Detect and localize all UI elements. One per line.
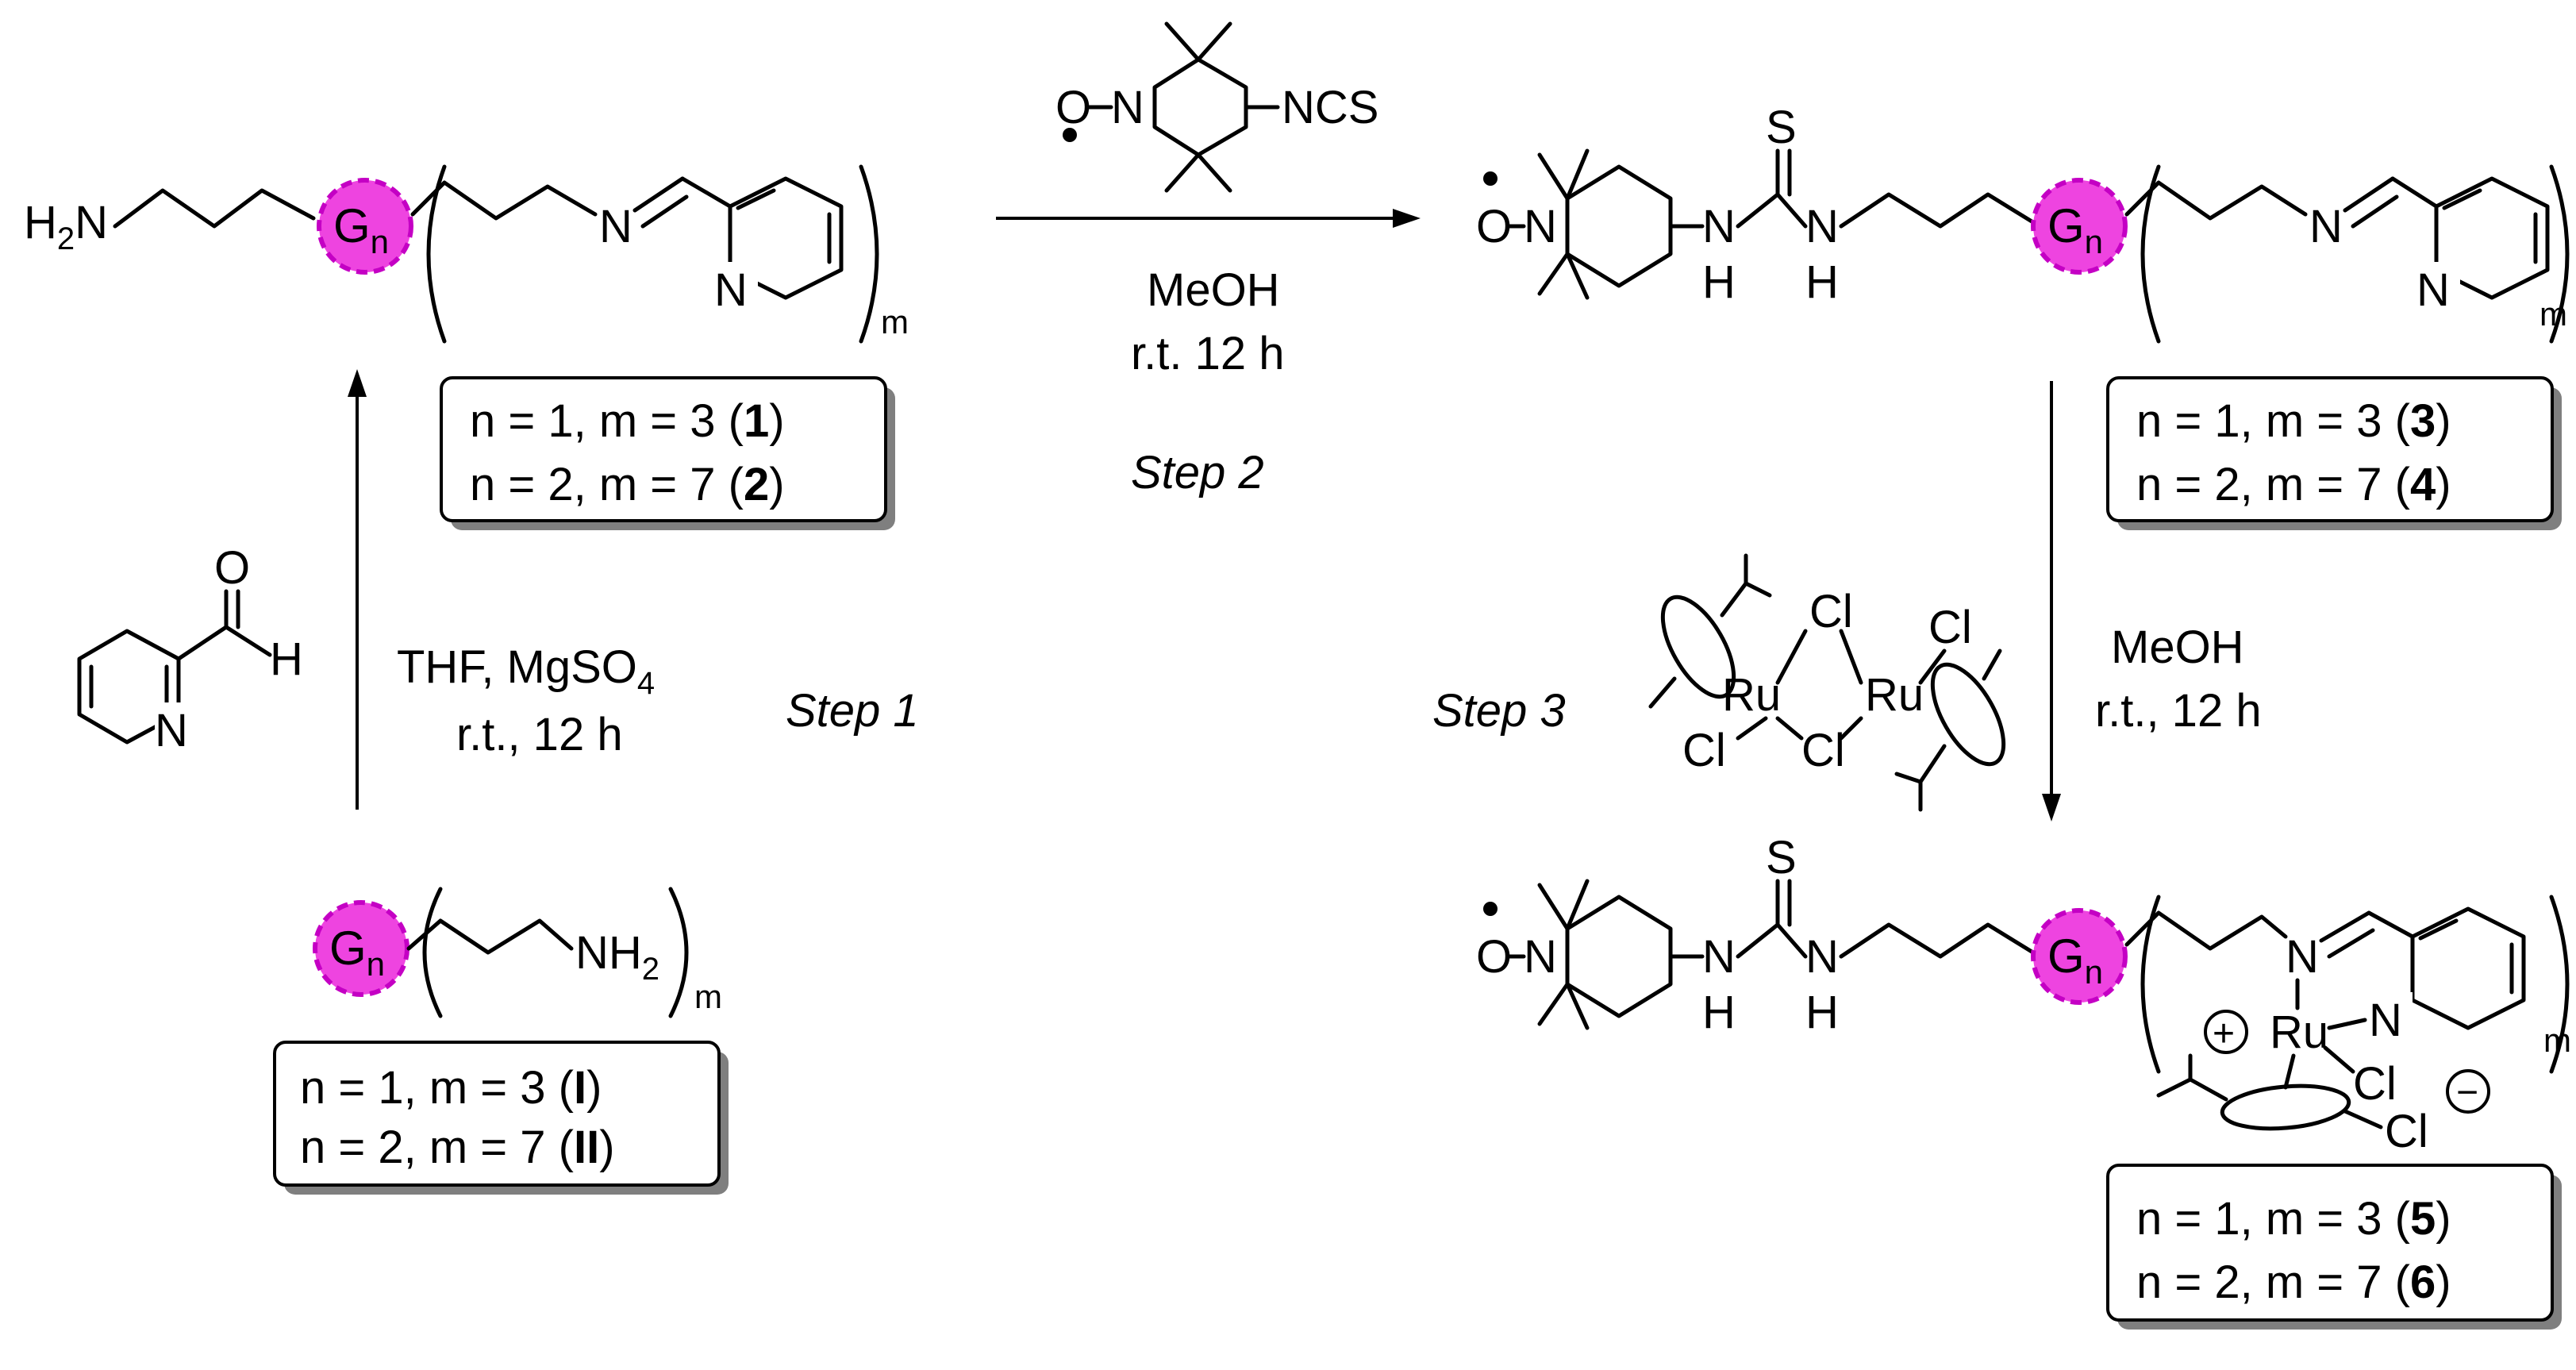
ruthenium-cymene-dimer: Ru Cl Cl Cl Ru Cl [1648, 553, 2006, 812]
plus-charge [2204, 1010, 2248, 1054]
svg-text:m: m [2539, 295, 2567, 333]
right-paren [859, 164, 879, 344]
propyl-chain [113, 188, 316, 229]
svg-text:H: H [1805, 256, 1839, 308]
svg-text:Ru: Ru [1722, 669, 1781, 721]
box-compounds-I-II: n = 1, m = 3 (I) n = 2, m = 7 (II) [273, 1041, 729, 1195]
svg-text:H: H [1702, 256, 1736, 308]
svg-text:N: N [1524, 931, 1557, 983]
svg-text:n = 1, m = 3 (1): n = 1, m = 3 (1) [470, 395, 785, 447]
subscript-m: m [881, 303, 909, 341]
svg-text:N: N [1111, 82, 1144, 133]
step-3: MeOH r.t., 12 h Step 3 Ru Cl Cl Cl Ru Cl [1432, 381, 2262, 822]
box-compounds-5-6: n = 1, m = 3 (5) n = 2, m = 7 (6) [2106, 1164, 2562, 1330]
svg-text:H2N: H2N [24, 197, 108, 256]
svg-text:n = 2, m = 7 (II): n = 2, m = 7 (II) [300, 1122, 615, 1173]
compound-1-2: H2N Gn N N m [24, 164, 909, 344]
svg-text:+: + [2213, 1013, 2235, 1055]
step2-solvent: MeOH [1147, 264, 1280, 316]
svg-text:n = 1, m = 3 (5): n = 1, m = 3 (5) [2136, 1193, 2451, 1245]
svg-text:Gn: Gn [2047, 929, 2103, 991]
svg-text:N: N [2416, 264, 2450, 316]
svg-text:Cl: Cl [1801, 725, 1845, 776]
svg-text:Gn: Gn [329, 922, 385, 983]
svg-text:n = 2, m = 7 (6): n = 2, m = 7 (6) [2136, 1256, 2451, 1308]
svg-text:N: N [1524, 201, 1557, 252]
svg-text:N: N [1702, 931, 1736, 983]
svg-text:N: N [1702, 201, 1736, 252]
dendrimer-I-II: Gn NH2 m [313, 887, 722, 1018]
arm-chain [410, 180, 598, 221]
svg-text:NCS: NCS [1282, 82, 1378, 133]
imine-n: N [599, 201, 632, 252]
tempo-ncs-reagent: O N NCS [1055, 21, 1378, 193]
svg-text:H: H [1702, 987, 1736, 1038]
svg-text:N: N [2286, 931, 2319, 983]
box-compounds-1-2: n = 1, m = 3 (1) n = 2, m = 7 (2) [440, 376, 895, 530]
minus-charge [2446, 1069, 2490, 1114]
step-2: O N NCS MeOH r.t. 12 h Step 2 [996, 21, 1421, 498]
svg-text:Cl: Cl [1928, 602, 1972, 653]
pyridine-n: N [714, 264, 748, 316]
svg-text:Cl: Cl [2385, 1106, 2428, 1157]
compound-5-6: O N N H S N H Gn N N Ru Cl [1476, 832, 2571, 1157]
piperidine-ring [1565, 164, 1673, 288]
svg-text:H: H [1805, 987, 1839, 1038]
step1-label: Step 1 [786, 685, 919, 737]
pyridine-2-carboxaldehyde: N O H [77, 542, 303, 756]
svg-text:Ru: Ru [1865, 669, 1924, 721]
step2-conditions: r.t. 12 h [1131, 328, 1284, 379]
svg-text:O: O [214, 542, 250, 594]
step3-label: Step 3 [1432, 685, 1566, 737]
svg-text:N: N [2309, 201, 2343, 252]
step-1: N O H THF, MgSO4 r.t., 12 h Step 1 [77, 369, 919, 810]
svg-text:Cl: Cl [2353, 1058, 2397, 1110]
box-compounds-3-4: n = 1, m = 3 (3) n = 2, m = 7 (4) [2106, 376, 2562, 530]
svg-text:−: − [2456, 1072, 2478, 1114]
svg-text:m: m [694, 978, 722, 1015]
svg-text:NH2: NH2 [575, 927, 659, 987]
svg-text:Gn: Gn [2047, 199, 2103, 260]
step3-solvent: MeOH [2111, 622, 2244, 673]
svg-text:n = 1, m = 3 (3): n = 1, m = 3 (3) [2136, 395, 2451, 447]
svg-text:N: N [1805, 931, 1839, 983]
svg-text:N: N [155, 705, 188, 756]
svg-text:Cl: Cl [1809, 586, 1853, 637]
svg-text:m: m [2543, 1022, 2571, 1059]
svg-text:n = 1, m = 3 (I): n = 1, m = 3 (I) [300, 1062, 602, 1114]
svg-text:Cl: Cl [1682, 725, 1726, 776]
svg-text:THF, MgSO4: THF, MgSO4 [397, 641, 655, 701]
svg-text:N: N [1805, 201, 1839, 252]
svg-text:N: N [2369, 995, 2402, 1046]
ru-center: Ru [2270, 1006, 2328, 1058]
h2n-label: H [24, 197, 57, 248]
svg-text:H: H [270, 633, 303, 685]
compound-3-4: O N N H S N H Gn N N m [1476, 102, 2570, 344]
svg-text:S: S [1766, 832, 1797, 883]
step1-reagent: THF, MgSO [397, 641, 637, 693]
svg-text:n = 2, m = 7 (2): n = 2, m = 7 (2) [470, 459, 785, 510]
svg-text:n = 2, m = 7 (4): n = 2, m = 7 (4) [2136, 459, 2451, 510]
step2-label: Step 2 [1131, 447, 1264, 498]
step3-conditions: r.t., 12 h [2095, 685, 2262, 737]
svg-text:Gn: Gn [333, 199, 389, 260]
generation-bead-gn [317, 178, 413, 275]
svg-text:S: S [1766, 102, 1797, 153]
step1-conditions: r.t., 12 h [456, 709, 623, 760]
